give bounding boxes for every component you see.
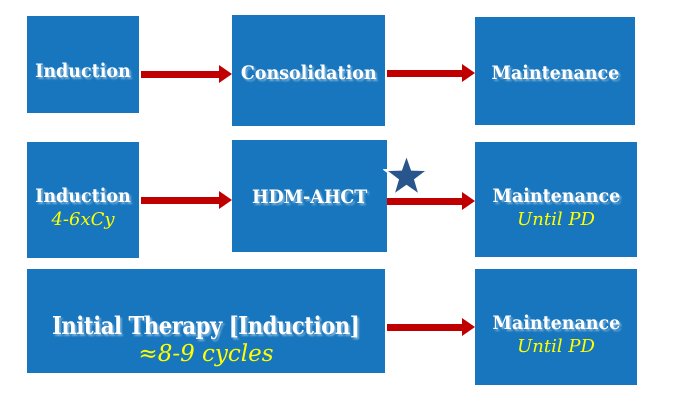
node-label: Initial Therapy [Induction] <box>52 311 360 341</box>
node-sublabel: Until PD <box>517 336 595 358</box>
arrow-shaft <box>387 323 463 331</box>
arrow-hdmahct-to-maintenance <box>387 192 475 210</box>
arrow-induction-to-hdmahct <box>141 191 232 209</box>
node-label: Induction <box>35 185 131 208</box>
arrow-induction-to-consolidation <box>141 65 232 83</box>
node-sublabel: Until PD <box>517 208 595 230</box>
node-label: Maintenance <box>491 62 619 85</box>
node-hdm-ahct: HDM-AHCT <box>232 140 387 252</box>
node-sublabel: 4-6xCy <box>51 209 115 231</box>
node-maintenance-row3: Maintenance Until PD <box>475 269 637 385</box>
node-maintenance-row1: Maintenance <box>475 17 635 125</box>
arrow-consolidation-to-maintenance <box>387 64 475 82</box>
node-sublabel: ≈8-9 cycles <box>138 341 274 368</box>
arrow-head-icon <box>462 318 475 336</box>
arrow-head-icon <box>219 65 232 83</box>
node-initial-therapy: Initial Therapy [Induction] ≈8-9 cycles <box>27 269 385 373</box>
node-label: Maintenance <box>492 312 620 335</box>
arrow-shaft <box>141 196 220 204</box>
arrow-shaft <box>387 69 463 77</box>
node-label: Consolidation <box>240 61 377 84</box>
node-induction-row1: Induction <box>27 16 139 113</box>
arrow-initialtherapy-to-maintenance <box>387 318 475 336</box>
node-label: HDM-AHCT <box>251 186 368 209</box>
arrow-shaft <box>387 197 463 205</box>
node-label: Maintenance <box>492 184 620 207</box>
node-maintenance-row2: Maintenance Until PD <box>475 142 637 257</box>
arrow-head-icon <box>462 192 475 210</box>
arrow-head-icon <box>219 191 232 209</box>
arrow-shaft <box>141 70 220 78</box>
node-label: Induction <box>35 59 131 82</box>
node-induction-row2: Induction 4-6xCy <box>27 142 139 258</box>
star-icon <box>383 154 430 198</box>
node-consolidation: Consolidation <box>232 15 385 126</box>
arrow-head-icon <box>462 64 475 82</box>
